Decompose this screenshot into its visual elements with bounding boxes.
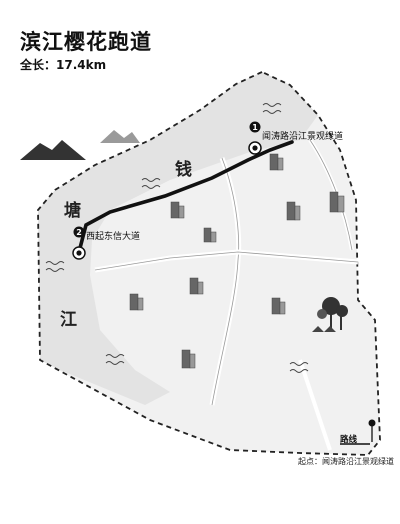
road-vertical-center-edge bbox=[211, 157, 240, 406]
river-char-qian: 钱 bbox=[175, 160, 192, 180]
river-char-tang: 塘 bbox=[64, 201, 81, 221]
marker-badge-2 bbox=[73, 226, 85, 238]
building-icon bbox=[129, 153, 345, 369]
marker-start-point bbox=[248, 141, 262, 155]
marker-2-label: 西起东信大道 bbox=[86, 232, 141, 242]
footer-start-point: 起点：闻涛路沿江景观绿道 bbox=[298, 457, 394, 466]
road-horizontal-edge bbox=[94, 251, 359, 271]
mountain-icon bbox=[20, 130, 140, 160]
road-south-east bbox=[298, 359, 332, 451]
running-route bbox=[77, 140, 294, 254]
district-boundary bbox=[37, 71, 381, 456]
legend-route-label: 路线 bbox=[340, 435, 358, 445]
map-title: 滨江樱花跑道 bbox=[20, 30, 152, 54]
marker-badge-1-num: 1 bbox=[252, 123, 258, 132]
road-east-edge bbox=[309, 139, 353, 251]
marker-badge-1 bbox=[249, 121, 261, 133]
river-char-jiang: 江 bbox=[60, 310, 77, 330]
route-length: 全长：17.4km bbox=[20, 58, 107, 72]
marker-end-point bbox=[72, 246, 86, 260]
marker-1-label: 闻涛路沿江景观绿道 bbox=[262, 132, 344, 142]
wave-icon bbox=[45, 103, 309, 373]
marker-badge-2-num: 2 bbox=[76, 228, 82, 237]
tree-icon bbox=[312, 297, 348, 332]
river-band bbox=[38, 72, 318, 405]
marker-pin-icon bbox=[368, 419, 376, 442]
